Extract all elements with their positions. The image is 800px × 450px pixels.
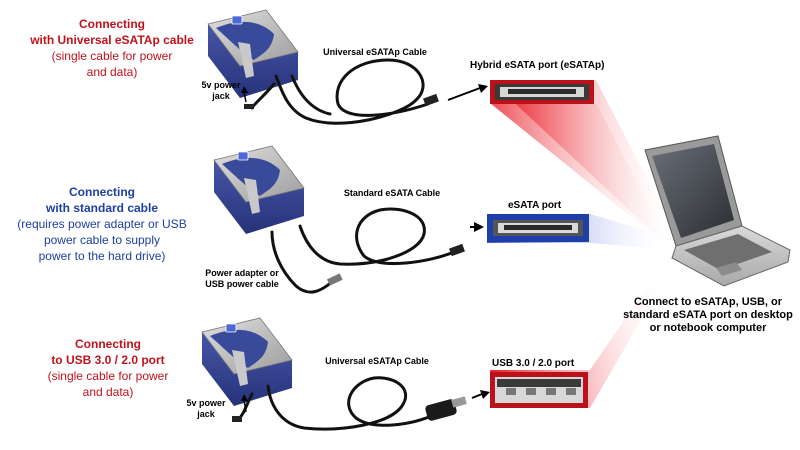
jack-label-line: 5v power <box>201 80 241 90</box>
section-title-line: Connecting <box>75 337 141 351</box>
portable-drive-bottom <box>201 317 293 406</box>
esata-port <box>487 214 589 242</box>
section-desc-line: (single cable for power <box>51 49 173 63</box>
section-title-line: with Universal eSATAp cable <box>30 33 194 47</box>
caption-line: standard eSATA port on desktop <box>623 309 793 321</box>
section-usb-port-heading: Connecting to USB 3.0 / 2.0 port (single… <box>8 336 208 400</box>
jack-label-line: jack <box>212 91 230 101</box>
section-title-line: to USB 3.0 / 2.0 port <box>51 353 165 367</box>
jack-label-line: jack <box>197 409 215 419</box>
jack-label-line: 5v power <box>186 398 226 408</box>
cable-connector-top <box>423 93 439 107</box>
port-label-esata: eSATA port <box>508 200 562 211</box>
port-label-esatap: Hybrid eSATA port (eSATAp) <box>470 60 605 71</box>
usb-adapter-block <box>425 399 457 421</box>
section-desc-line: (requires power adapter or USB <box>17 217 187 231</box>
section-desc-line: power cable to supply <box>43 233 161 247</box>
section-desc-line: and data) <box>86 65 138 79</box>
jack-plug-bottom <box>232 416 242 422</box>
section-desc-line: (single cable for power <box>47 369 169 383</box>
jack-label-top: 5v power jack <box>196 80 246 102</box>
section-desc-line: power to the hard drive) <box>38 249 166 263</box>
section-usb-esatap-heading: Connecting with Universal eSATAp cable (… <box>12 16 212 80</box>
portable-drive-middle <box>213 145 305 234</box>
usb-port <box>490 372 588 408</box>
jack-arrow-bottom <box>243 399 247 413</box>
notebook-computer <box>644 135 791 287</box>
usb-power-plug <box>326 273 343 286</box>
section-title-line: Connecting <box>69 185 135 199</box>
cable-label-top: Universal eSATAp Cable <box>323 47 427 57</box>
jack-label-bottom: 5v power jack <box>178 398 234 420</box>
arrow-to-port-bottom <box>471 393 483 399</box>
port-label-usb: USB 3.0 / 2.0 port <box>492 358 575 369</box>
jack-plug-top <box>244 104 254 109</box>
cable-middle <box>270 207 456 294</box>
cable-bottom <box>236 376 438 431</box>
cable-label-bottom: Universal eSATAp Cable <box>325 356 429 366</box>
jack-label-line: Power adapter or <box>205 268 279 278</box>
computer-caption: Connect to eSATAp, USB, or standard eSAT… <box>618 296 798 335</box>
section-title-line: with standard cable <box>45 201 159 215</box>
cable-label-middle: Standard eSATA Cable <box>343 188 441 198</box>
jack-label-middle: Power adapter or USB power cable <box>200 268 284 290</box>
caption-line: or notebook computer <box>649 322 767 334</box>
jack-arrow-top <box>243 91 247 103</box>
usb-plug <box>451 396 467 408</box>
section-title-line: Connecting <box>79 17 145 31</box>
esatap-port <box>490 80 594 104</box>
beam-esatap-lower <box>490 103 672 250</box>
section-standard-cable-heading: Connecting with standard cable (requires… <box>2 184 202 264</box>
jack-label-line: USB power cable <box>205 279 279 289</box>
cable-connector-middle <box>449 243 465 257</box>
section-desc-line: and data) <box>82 385 134 399</box>
arrow-to-port-top <box>447 87 481 101</box>
caption-line: Connect to eSATAp, USB, or <box>633 296 783 308</box>
